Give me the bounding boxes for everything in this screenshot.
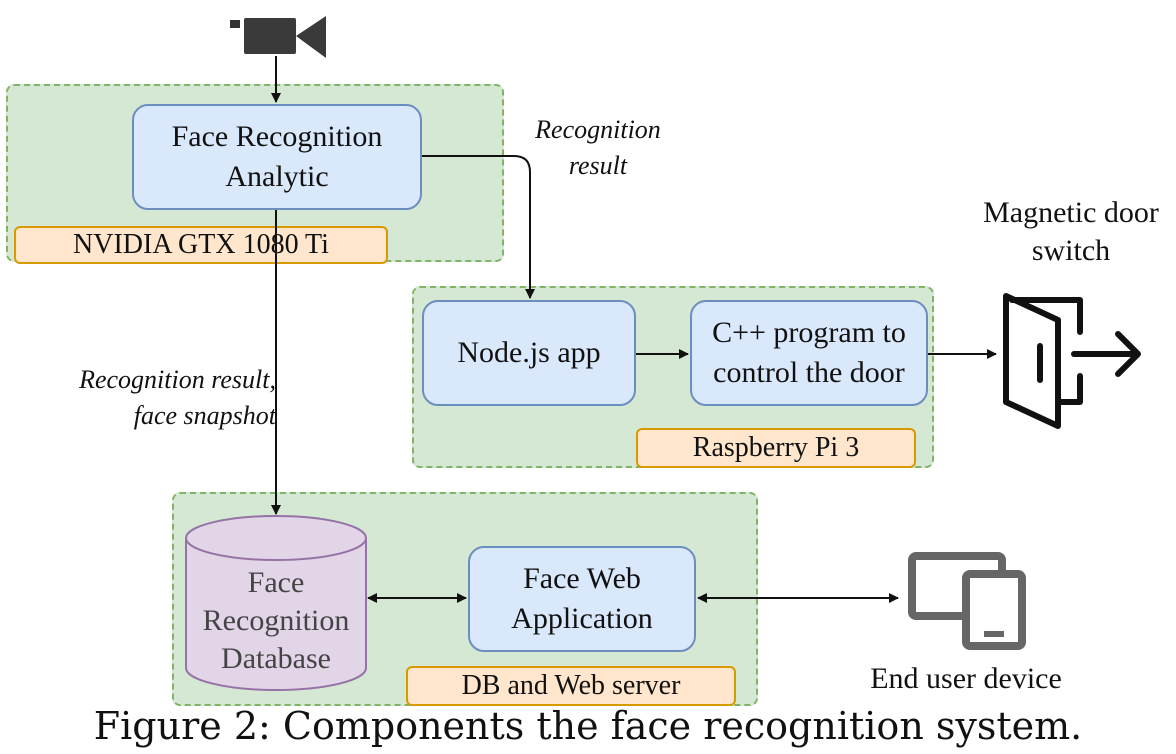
face-web-app-line2: Application <box>511 602 653 635</box>
recognition-result-line2: result <box>568 151 628 180</box>
cpp-program-line2: control the door <box>713 356 905 389</box>
database-line3: Database <box>221 642 331 675</box>
face-recognition-analytic-box: Face Recognition Analytic <box>132 104 422 210</box>
end-user-device-label: End user device <box>870 662 1062 695</box>
database-label: Face Recognition Database <box>186 564 366 678</box>
nodejs-app-box: Node.js app <box>422 300 636 406</box>
database-line2: Recognition <box>202 604 350 637</box>
door-switch-line2: switch <box>1031 234 1111 267</box>
cpp-program-line1: C++ program to <box>712 316 906 349</box>
database-cylinder <box>185 515 367 691</box>
recognition-result-label: Recognition result <box>508 112 688 184</box>
door-exit-icon <box>1003 293 1141 429</box>
gpu-tag: NVIDIA GTX 1080 Ti <box>14 226 388 264</box>
cpp-program-box: C++ program to control the door <box>690 300 928 406</box>
face-recognition-analytic-line1: Face Recognition <box>171 120 383 153</box>
server-tag: DB and Web server <box>406 666 736 706</box>
recognition-snapshot-line1: Recognition result, <box>79 365 276 394</box>
face-web-application-box: Face Web Application <box>468 546 696 652</box>
door-switch-label: Magnetic door switch <box>966 194 1176 270</box>
face-web-app-line1: Face Web <box>523 562 641 595</box>
nodejs-app-label: Node.js app <box>457 336 601 369</box>
door-switch-line1: Magnetic door <box>983 196 1159 229</box>
figure-caption: Figure 2: Components the face recognitio… <box>93 704 1083 748</box>
face-recognition-analytic-line2: Analytic <box>225 160 329 193</box>
devices-icon <box>908 552 1026 650</box>
recognition-snapshot-line2: face snapshot <box>133 401 276 430</box>
recognition-snapshot-label: Recognition result, face snapshot <box>40 362 276 434</box>
analytic-to-nodejs-arrow <box>422 155 535 299</box>
camera-icon <box>230 16 326 58</box>
database-line1: Face <box>247 566 305 599</box>
raspberry-pi-tag: Raspberry Pi 3 <box>636 428 916 468</box>
recognition-result-line1: Recognition <box>535 115 661 144</box>
